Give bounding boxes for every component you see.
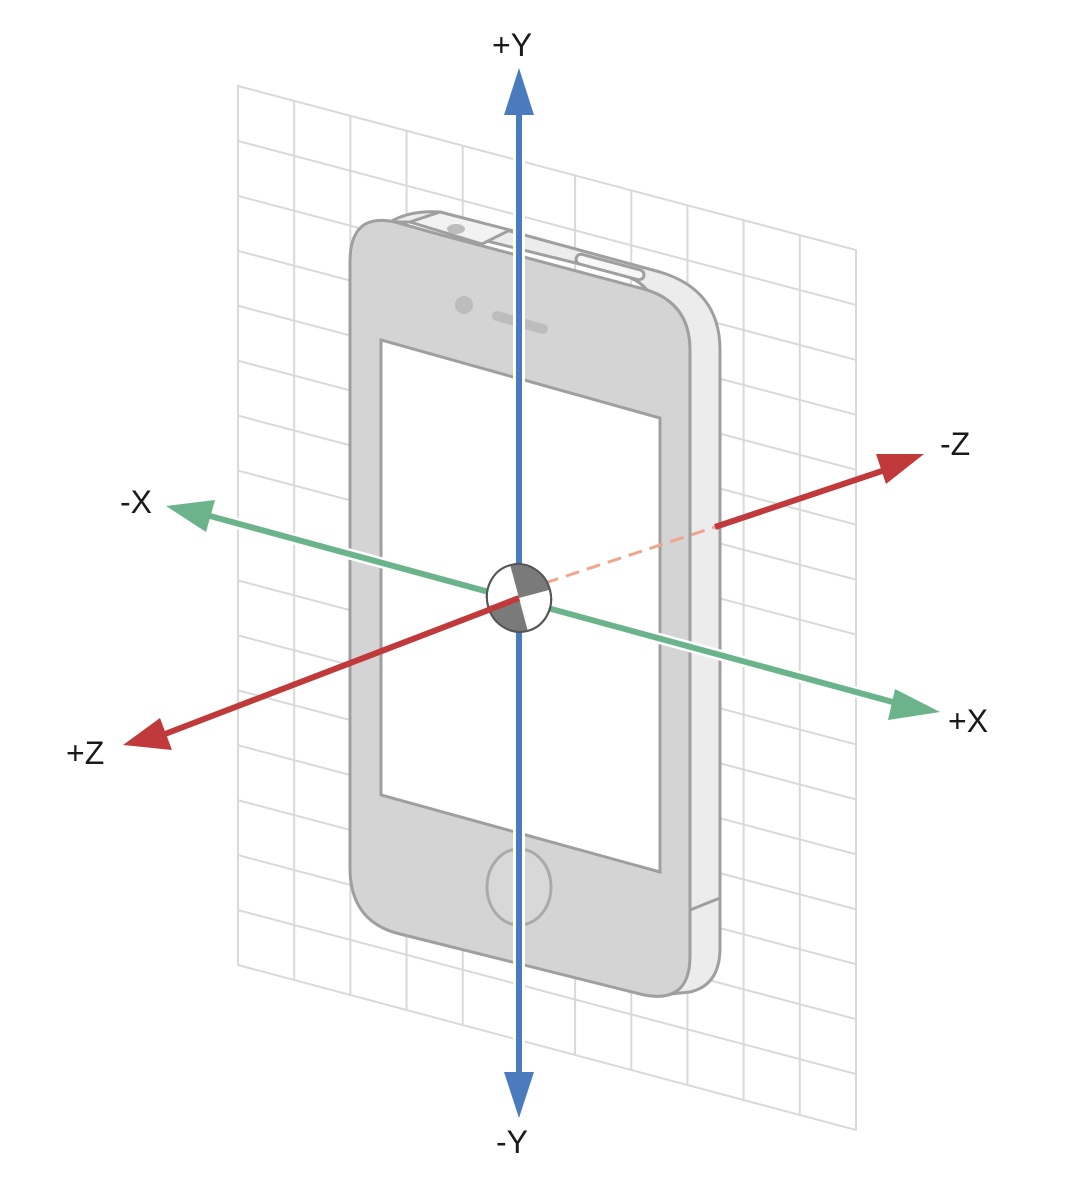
- z-axis: [123, 454, 924, 750]
- front-camera-icon: [455, 296, 473, 314]
- z-positive-arrowhead: [123, 718, 172, 750]
- device-top-slot: [574, 252, 646, 282]
- z-negative-label: -Z: [940, 426, 970, 462]
- z-axis-hidden-segment: [544, 525, 716, 585]
- x-positive-label: +X: [948, 703, 988, 739]
- grid-line-horizontal: [238, 139, 856, 306]
- y-positive-arrowhead: [504, 68, 534, 115]
- z-negative-arrowhead: [876, 454, 924, 484]
- y-negative-arrowhead: [504, 1072, 534, 1118]
- y-positive-label: +Y: [492, 27, 532, 63]
- x-negative-label: -X: [120, 484, 152, 520]
- y-negative-label: -Y: [496, 1124, 528, 1160]
- x-positive-arrowhead: [888, 689, 940, 720]
- z-positive-label: +Z: [66, 735, 104, 771]
- x-axis: [166, 500, 940, 720]
- grid-line-horizontal: [238, 909, 856, 1076]
- x-negative-arrowhead: [166, 500, 215, 532]
